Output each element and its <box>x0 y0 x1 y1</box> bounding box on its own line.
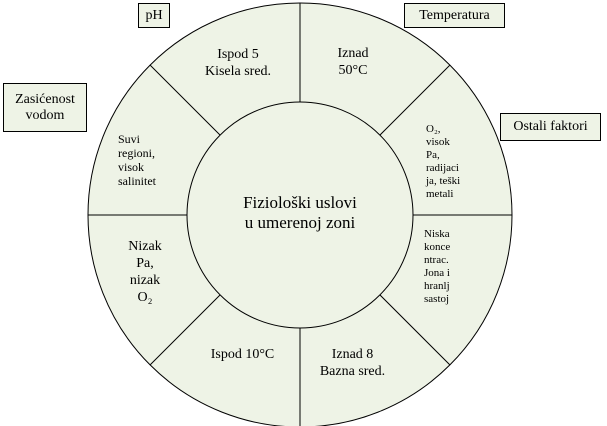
divider-bottom-left <box>149 294 221 366</box>
divider-top-left <box>149 64 221 136</box>
segment-niska-line3: ntrac. <box>424 254 449 266</box>
segment-suvi: Suvi regioni, visok salinitet <box>118 132 180 188</box>
segment-bazna-line1: Iznad 8 <box>331 347 374 362</box>
segment-bazna: Iznad 8 Bazna sred. <box>305 346 400 380</box>
segment-temp-high-line2: 50°C <box>338 63 368 78</box>
segment-niska-line5: hranlj <box>424 280 450 292</box>
segment-suvi-line4: salinitet <box>118 174 156 188</box>
label-ph: pH <box>138 3 170 28</box>
segment-temp-low-line1: Ispod 10°C <box>210 347 275 362</box>
segment-nizak-line2: Pa, <box>136 256 154 271</box>
center-title-line1: Fiziološki uslovi <box>243 193 357 212</box>
label-zasicenost-line2: vodom <box>25 107 65 123</box>
label-zasicenost: Zasićenost vodom <box>3 83 87 132</box>
segment-o2-line1: O₂, <box>426 123 441 135</box>
segment-o2-line2: visok <box>426 136 450 148</box>
label-temperatura-text: Temperatura <box>419 7 490 23</box>
segment-o2-line4: radijaci <box>426 162 459 174</box>
segment-niska-line4: Jona i <box>424 267 450 279</box>
center-title-line2: u umerenoj zoni <box>244 213 356 232</box>
segment-temp-low: Ispod 10°C <box>195 346 290 363</box>
segment-nizak-pa: Nizak Pa, nizak O₂ <box>120 238 170 306</box>
label-ostali-text: Ostali faktori <box>513 119 588 134</box>
label-ph-text: pH <box>145 7 163 23</box>
label-temperatura: Temperatura <box>404 3 505 28</box>
segment-kisela-line2: Kisela sred. <box>204 64 272 79</box>
segment-ostali-o2: O₂, visok Pa, radijaci ja, teški metali <box>426 123 488 201</box>
divider-bottom-right <box>379 294 451 366</box>
divider-top-right <box>379 64 451 136</box>
segment-kisela-line1: Ispod 5 <box>217 47 259 62</box>
segment-niska-line6: sastoj <box>424 293 450 305</box>
segment-o2-line6: metali <box>426 188 454 200</box>
segment-o2-line3: Pa, <box>426 149 440 161</box>
segment-niska-konc: Niska konce ntrac. Jona i hranlj sastoj <box>424 228 486 306</box>
segment-nizak-line1: Nizak <box>128 239 162 254</box>
center-title: Fiziološki uslovi u umerenoj zoni <box>205 193 395 233</box>
segment-suvi-line3: visok <box>118 160 145 174</box>
label-zasicenost-line1: Zasićenost <box>15 91 75 107</box>
segment-temp-high: Iznad 50°C <box>318 45 388 79</box>
segment-niska-line2: konce <box>424 241 451 253</box>
segment-nizak-line3: nizak <box>129 273 161 288</box>
segment-kisela: Ispod 5 Kisela sred. <box>188 46 288 80</box>
segment-dividers <box>88 3 512 426</box>
segment-niska-line1: Niska <box>424 228 450 240</box>
segment-suvi-line1: Suvi <box>118 132 141 146</box>
segment-bazna-line2: Bazna sred. <box>319 364 386 379</box>
segment-o2-line5: ja, teški <box>426 175 461 187</box>
label-ostali-faktori: Ostali faktori <box>500 113 601 141</box>
segment-temp-high-line1: Iznad <box>337 46 369 61</box>
segment-suvi-line2: regioni, <box>118 146 155 160</box>
segment-nizak-line4: O₂ <box>137 290 153 305</box>
